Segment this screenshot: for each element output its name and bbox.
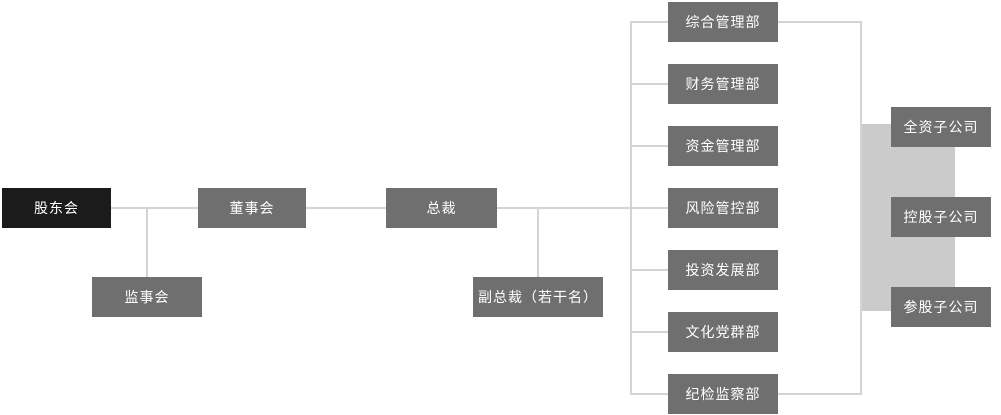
node-dept-investment-development: 投资发展部 [668,250,778,290]
connector-drop-vice-president [537,208,539,277]
node-subsidiary-wholly-owned: 全资子公司 [891,107,991,147]
connector-drop-supervisors [146,208,148,277]
node-dept-financial-management: 财务管理部 [668,64,778,104]
connector-dept-4 [630,207,668,209]
node-shareholders-meeting: 股东会 [2,188,111,228]
node-dept-general-management: 综合管理部 [668,2,778,42]
connector-right-bottom [778,393,862,395]
connector-dept-7 [630,393,668,395]
node-dept-discipline-inspection: 纪检监察部 [668,374,778,414]
node-subsidiary-equity-participation: 参股子公司 [891,287,991,327]
connector-dept-6 [630,331,668,333]
connector-dept-2 [630,83,668,85]
node-dept-treasury-management: 资金管理部 [668,126,778,166]
node-president: 总裁 [386,188,497,228]
node-dept-culture-party: 文化党群部 [668,312,778,352]
connector-dept-3 [630,145,668,147]
node-vice-president: 副总裁（若干名） [473,277,603,317]
node-board-of-supervisors: 监事会 [92,277,202,317]
connector-board-president [306,207,386,209]
connector-right-top [778,21,862,23]
connector-dept-1 [630,21,668,23]
connector-president-trunk [497,207,630,209]
node-subsidiary-holding: 控股子公司 [891,197,991,237]
node-board-of-directors: 董事会 [198,188,306,228]
connector-shareholders-board [111,207,198,209]
trunk-right [860,21,862,395]
connector-dept-5 [630,269,668,271]
node-dept-risk-control: 风险管控部 [668,188,778,228]
